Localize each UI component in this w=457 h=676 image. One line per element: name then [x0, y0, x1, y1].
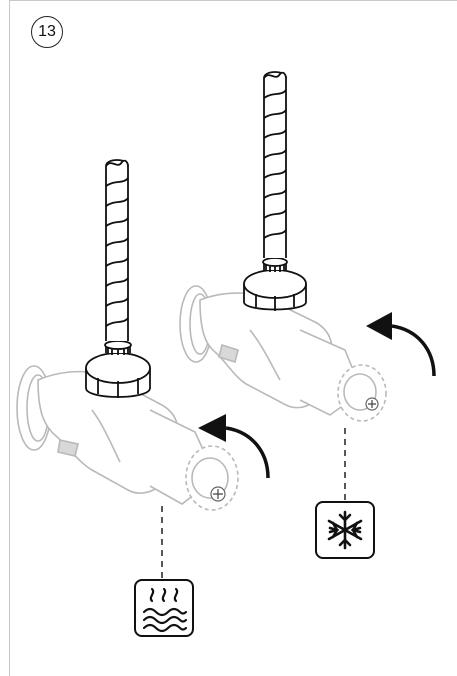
cold-valve-screw	[365, 397, 379, 411]
hot-water-icon	[134, 579, 194, 637]
cold-valve-nut	[243, 257, 307, 311]
cold-rotation-arrow	[391, 324, 436, 377]
hot-valve-screw	[210, 486, 226, 502]
cold-rotation-arrowhead	[366, 312, 392, 340]
cold-water-icon	[315, 501, 375, 559]
page-border-top	[9, 0, 457, 1]
step-number-badge: 13	[31, 16, 63, 48]
hot-rotation-arrowhead	[198, 414, 226, 442]
hot-valve-nut	[85, 340, 151, 398]
hot-rotation-arrow	[225, 426, 270, 479]
hot-valve-hose	[105, 159, 129, 341]
hot-valve	[16, 365, 239, 511]
page-border-left	[9, 0, 10, 676]
step-number: 13	[38, 23, 56, 40]
cold-valve-hose	[263, 71, 287, 258]
